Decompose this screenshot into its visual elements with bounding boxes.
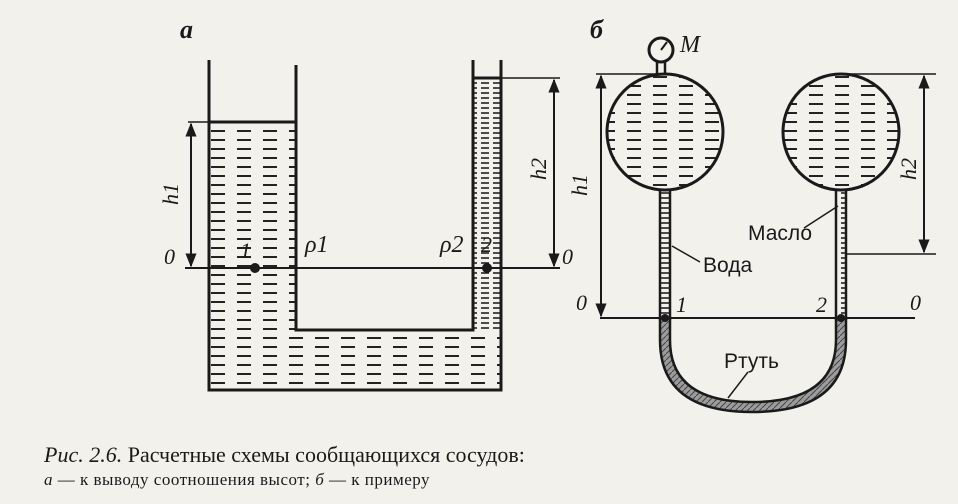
- caption-line-1: Рис. 2.6. Расчетные схемы сообщающихся с…: [44, 442, 944, 468]
- h1-label-a: h1: [158, 183, 183, 205]
- caption-b-letter: б: [315, 470, 325, 489]
- oil-label: Масло: [748, 222, 812, 245]
- h2-label-a: h2: [526, 158, 551, 180]
- caption-line-2: а — к выводу соотношения высот; б — к пр…: [44, 468, 944, 492]
- point-2-label-b: 2: [816, 292, 827, 317]
- zero-right-a: 0: [562, 244, 573, 269]
- point-1-b: [661, 314, 669, 322]
- right-vessel: [781, 72, 901, 192]
- oil-column: [836, 190, 846, 318]
- point-1-a: [250, 263, 260, 273]
- water-label: Вода: [703, 254, 752, 277]
- caption-a-text: — к выводу соотношения высот;: [53, 470, 316, 489]
- water-column: [660, 190, 670, 318]
- caption-b-text: — к примеру: [324, 470, 431, 489]
- caption-title: Расчетные схемы сообщающихся сосудов:: [127, 442, 525, 467]
- vessel-a: [207, 60, 503, 392]
- mercury-label: Ртуть: [724, 350, 779, 373]
- zero-right-b: 0: [910, 290, 921, 315]
- liquid-a: [209, 76, 501, 390]
- point-1-label-b: 1: [676, 292, 687, 317]
- diagram-b: б M: [567, 15, 936, 414]
- pressure-gauge: [647, 36, 675, 74]
- h2-label-b: h2: [896, 158, 921, 180]
- zero-left-a: 0: [164, 244, 175, 269]
- h1-label-b: h1: [567, 174, 592, 196]
- point-2-b: [837, 314, 845, 322]
- point-2-label-a: 2: [481, 232, 492, 257]
- left-vessel: [605, 72, 725, 192]
- diagram-a: а h1 h2 0 0 1 2 ρ1 ρ2: [158, 15, 573, 392]
- panel-label-a: а: [180, 15, 193, 44]
- panel-label-b: б: [590, 15, 604, 44]
- zero-left-b: 0: [576, 290, 587, 315]
- caption-prefix: Рис. 2.6.: [44, 442, 123, 467]
- caption-a-letter: а: [44, 470, 53, 489]
- rho1-label: ρ1: [304, 232, 329, 258]
- gauge-label: M: [679, 32, 702, 58]
- figure-caption: Рис. 2.6. Расчетные схемы сообщающихся с…: [44, 442, 944, 492]
- point-1-label-a: 1: [240, 238, 251, 263]
- rho2-label: ρ2: [439, 232, 464, 258]
- point-2-a: [482, 263, 492, 273]
